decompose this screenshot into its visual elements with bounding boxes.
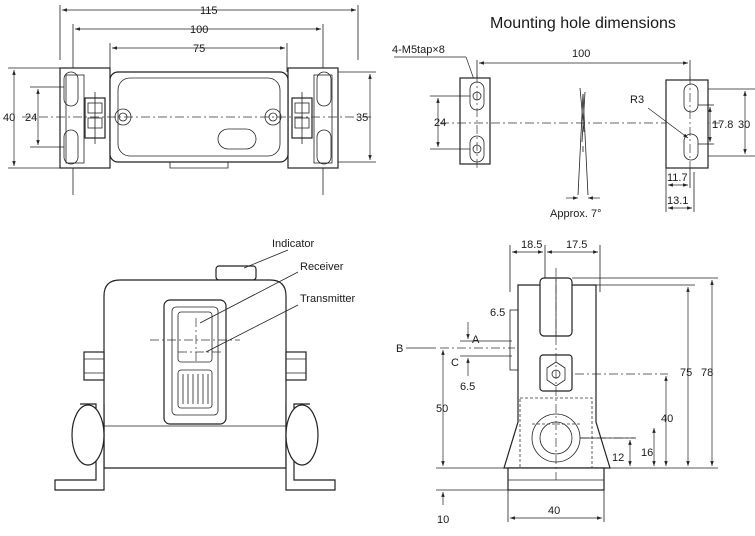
- dim-c-6-5: 6.5: [460, 381, 475, 393]
- transmitter-grille: [177, 369, 213, 409]
- dim-50: 50: [436, 403, 448, 415]
- dim-35: 35: [356, 112, 368, 124]
- dim-17-5: 17.5: [566, 239, 587, 251]
- label-a: A: [472, 334, 480, 346]
- dim-75: 75: [193, 43, 205, 55]
- indicator-label: Indicator: [272, 238, 315, 250]
- section-title: Mounting hole dimensions: [490, 15, 676, 32]
- dim-100: 100: [190, 24, 208, 36]
- dim-30: 30: [738, 119, 750, 131]
- mounting-hole-view: Mounting hole dimensions 4-M5tap×8 100 2…: [392, 15, 755, 220]
- dim-75-side: 75: [680, 367, 692, 379]
- angle-label: Approx. 7°: [550, 208, 601, 220]
- front-view: Indicator Receiver Transmitter: [54, 238, 356, 491]
- top-view: 115 100 75: [3, 5, 376, 195]
- dim-40-side: 40: [661, 413, 673, 425]
- dim-13-1: 13.1: [667, 195, 688, 207]
- dim-40: 40: [3, 112, 15, 124]
- radius-label: R3: [630, 94, 644, 106]
- dim-10: 10: [437, 514, 449, 526]
- dim-24: 24: [25, 112, 37, 124]
- dim-18-5: 18.5: [521, 239, 542, 251]
- transmitter-label: Transmitter: [300, 293, 356, 305]
- receiver-label: Receiver: [300, 261, 344, 273]
- dim-115: 115: [200, 5, 218, 17]
- dim-mount-100: 100: [572, 48, 590, 60]
- label-c: C: [451, 357, 459, 369]
- label-b: B: [396, 343, 403, 355]
- dim-12: 12: [612, 452, 624, 464]
- dim-base-40: 40: [548, 505, 560, 517]
- dim-17-8: 17.8: [712, 119, 733, 131]
- dim-a-6-5: 6.5: [490, 307, 505, 319]
- side-view: 18.5 17.5 A B C 6.5 6.5: [396, 239, 718, 526]
- dim-11-7: 11.7: [667, 172, 688, 184]
- dim-16: 16: [641, 447, 653, 459]
- dim-78: 78: [701, 367, 713, 379]
- tap-label: 4-M5tap×8: [392, 44, 445, 56]
